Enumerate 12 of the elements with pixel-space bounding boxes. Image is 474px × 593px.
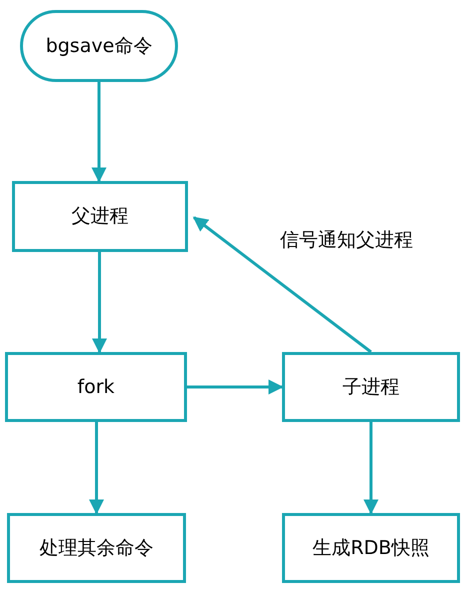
process-box: fork [5, 352, 187, 422]
arrow [92, 82, 106, 182]
process-box: 处理其余命令 [7, 513, 186, 583]
arrow [187, 380, 284, 394]
process-box: 生成RDB快照 [282, 513, 460, 583]
arrow [192, 216, 372, 354]
process-box: 子进程 [282, 352, 460, 422]
arrow [92, 252, 107, 354]
process-box: 父进程 [12, 181, 188, 252]
arrow [364, 422, 378, 514]
start-terminal: bgsave命令 [20, 10, 178, 82]
arrow [89, 422, 104, 514]
